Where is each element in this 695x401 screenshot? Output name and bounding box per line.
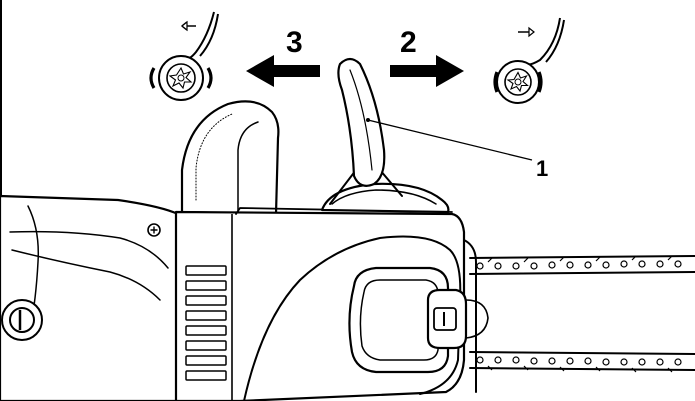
chain-upper-edge bbox=[469, 255, 695, 259]
sprocket-cover bbox=[348, 266, 450, 374]
brake-hub-rim bbox=[331, 189, 437, 205]
callout-step-3: 3 bbox=[286, 26, 303, 59]
chain-links-bottom bbox=[476, 356, 682, 373]
chainsaw-body bbox=[0, 100, 489, 401]
leader-line-part-1 bbox=[367, 119, 533, 161]
chain-lower-edge bbox=[469, 367, 695, 371]
brake-lever[interactable] bbox=[337, 57, 386, 187]
lock-button-inner bbox=[9, 307, 35, 333]
arrow-left-icon bbox=[246, 55, 320, 87]
callout-step-2: 2 bbox=[400, 26, 417, 59]
cooling-vents bbox=[185, 265, 227, 381]
leader-dot-part-1 bbox=[366, 118, 370, 122]
front-handle-inner-edge bbox=[237, 121, 259, 213]
chain-brake-engaged-icon bbox=[493, 17, 565, 104]
rear-housing-contour bbox=[9, 230, 169, 269]
chain-links-top bbox=[476, 255, 682, 270]
side-cover-outline bbox=[243, 235, 462, 401]
arrow-right-icon bbox=[390, 55, 464, 87]
rear-housing-contour-2 bbox=[11, 249, 161, 301]
front-handle bbox=[180, 100, 280, 216]
bar-upper-edge bbox=[469, 271, 695, 275]
chain-brake-released-icon bbox=[149, 11, 219, 101]
callout-part-1: 1 bbox=[536, 156, 548, 181]
housing-front-edge bbox=[463, 239, 477, 393]
front-handle-grip-texture bbox=[195, 113, 233, 201]
brake-lever-support bbox=[329, 169, 403, 205]
bar-lower-edge bbox=[469, 351, 695, 355]
chain-brake-assembly bbox=[320, 57, 450, 214]
brake-lever-highlight bbox=[349, 69, 373, 171]
sprocket-cover-inner bbox=[359, 279, 439, 361]
housing-screw-slot bbox=[150, 226, 158, 234]
guide-bar bbox=[469, 255, 695, 373]
